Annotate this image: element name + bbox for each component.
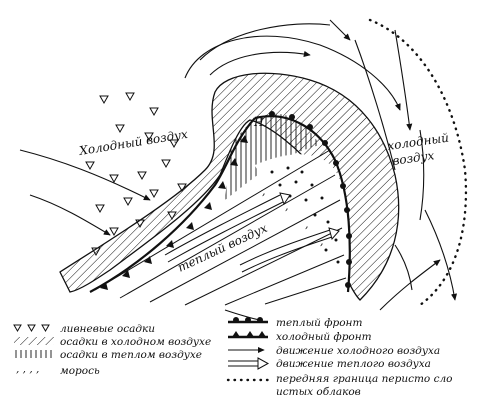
svg-text:,: , bbox=[320, 235, 324, 248]
legend-cirrus-boundary-label-2: истых облаков bbox=[276, 386, 361, 398]
legend-precip-cold-label: осадки в холодном воздухе bbox=[60, 336, 211, 348]
precipitation-band bbox=[59, 72, 400, 301]
legend-precip-warm-label: осадки в теплом воздухе bbox=[60, 349, 202, 361]
drizzle-marks: , , , , bbox=[262, 166, 340, 264]
legend-showers-label: ливневые осадки bbox=[60, 323, 155, 335]
legend-drizzle: , , , , морось bbox=[16, 363, 100, 377]
legend-drizzle-label: морось bbox=[60, 365, 100, 377]
legend-warm-front: теплый фронт bbox=[228, 317, 362, 329]
legend: ливневые осадки осадки в холодном воздух… bbox=[13, 317, 452, 398]
legend-precip-warm: осадки в теплом воздухе bbox=[14, 349, 202, 361]
legend-cold-front: холодный фронт bbox=[228, 331, 372, 343]
svg-text:,: , bbox=[262, 185, 266, 198]
shower-marks bbox=[85, 92, 187, 257]
svg-text:,: , bbox=[285, 200, 289, 213]
legend-cirrus-boundary: передняя граница перисто сло истых облак… bbox=[226, 373, 452, 398]
cyclone-center-label: Н bbox=[253, 116, 264, 129]
warm-air-label: теплый воздух bbox=[175, 221, 269, 275]
warm-air-streamlines bbox=[94, 149, 347, 306]
legend-precip-cold: осадки в холодном воздухе bbox=[14, 336, 211, 348]
warm-air-arrows bbox=[164, 192, 340, 273]
cold-front bbox=[89, 117, 256, 293]
legend-warm-air-motion: движение теплого воздуха bbox=[228, 357, 431, 370]
legend-warm-air-motion-label: движение теплого воздуха bbox=[276, 358, 431, 370]
warm-front bbox=[254, 111, 352, 293]
legend-cold-air-motion-label: движение холодного воздуха bbox=[276, 345, 440, 357]
svg-text:, , , ,: , , , , bbox=[16, 363, 39, 375]
legend-cold-air-motion: движение холодного воздуха bbox=[228, 345, 440, 357]
cirrus-boundary bbox=[368, 18, 468, 307]
legend-warm-front-label: теплый фронт bbox=[276, 317, 362, 329]
legend-cold-front-label: холодный фронт bbox=[276, 331, 372, 343]
svg-text:,: , bbox=[305, 218, 309, 231]
legend-showers: ливневые осадки bbox=[13, 323, 155, 335]
cold-air-right-label-2: воздух bbox=[391, 148, 435, 168]
cold-air-arrows bbox=[19, 19, 458, 321]
legend-cirrus-boundary-label-1: передняя граница перисто сло bbox=[276, 373, 452, 385]
cold-air-left-label: Холодный воздух bbox=[77, 127, 189, 158]
